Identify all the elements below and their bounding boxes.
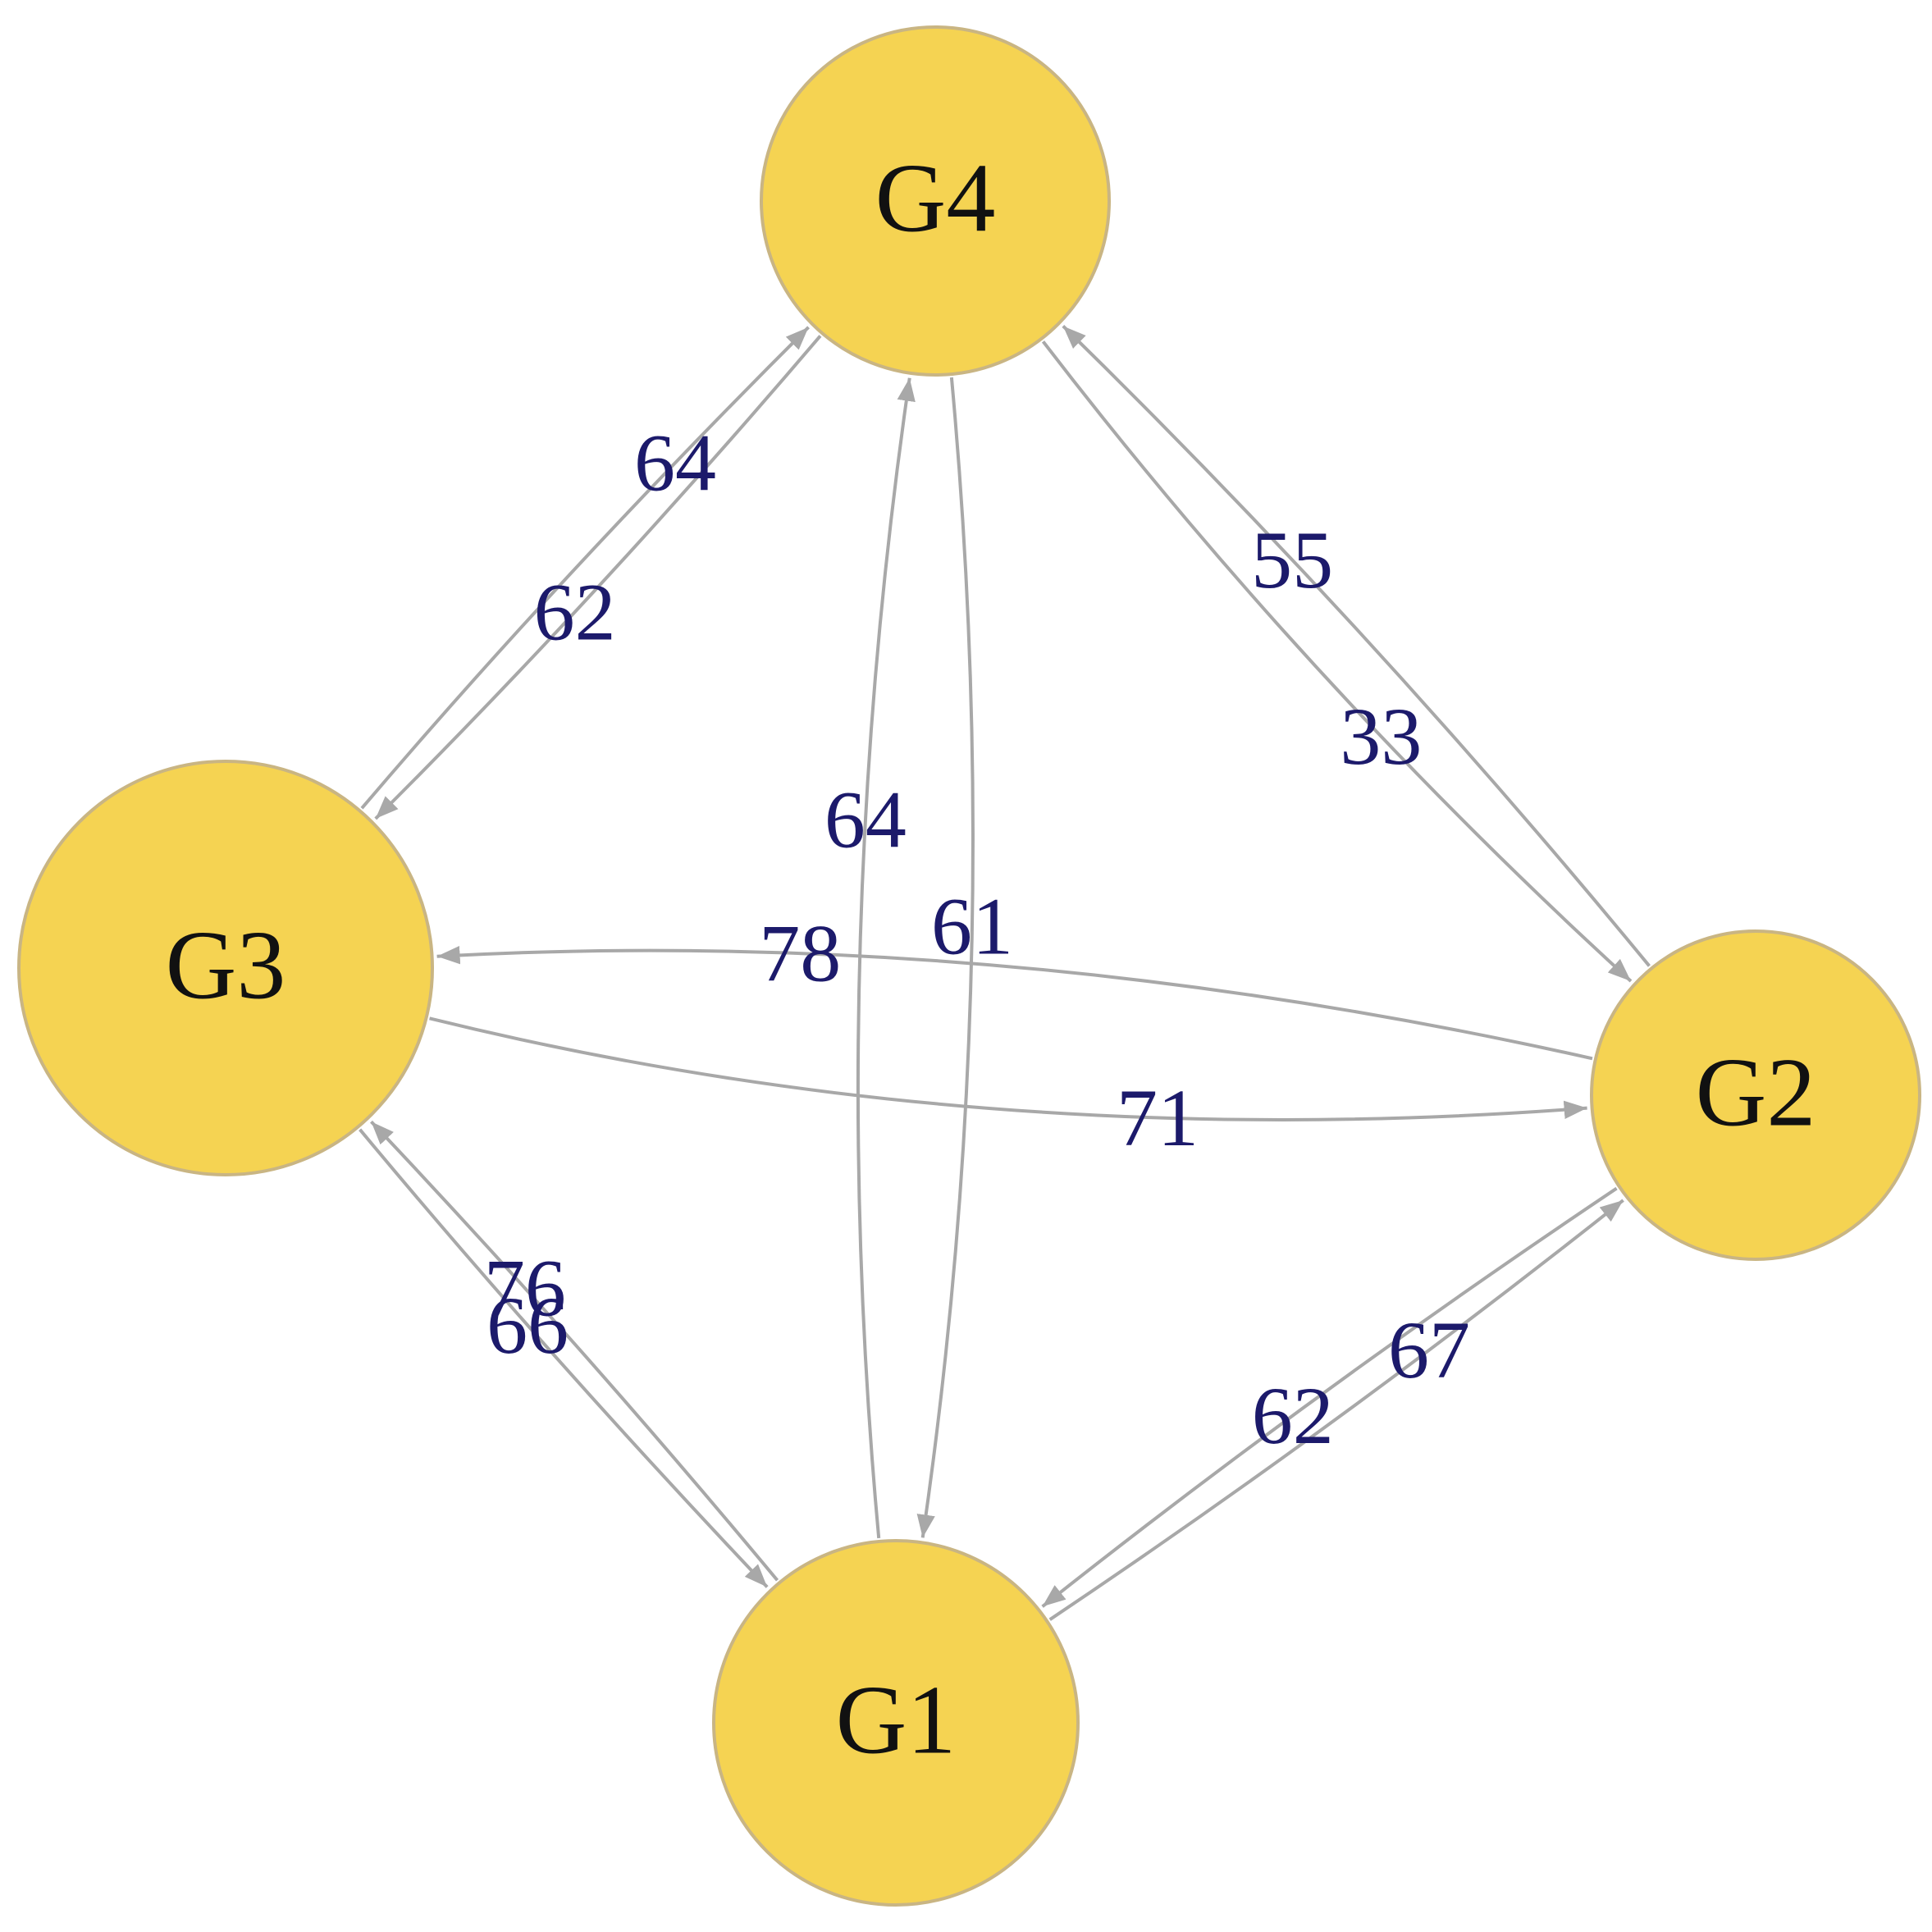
node-circle bbox=[712, 1539, 1080, 1907]
edge-g1-to-g2 bbox=[1048, 1199, 1624, 1621]
edge-g3-to-g4 bbox=[360, 326, 810, 810]
edge-g2-to-g1 bbox=[1041, 1186, 1618, 1608]
node-circle bbox=[760, 25, 1111, 377]
edge-weight-label: 64 bbox=[634, 418, 716, 509]
edge-g4-to-g1 bbox=[916, 377, 975, 1538]
edge-weight-label: 62 bbox=[534, 567, 616, 658]
edge-g3-to-g2 bbox=[429, 1016, 1587, 1121]
edge-weight-label: 64 bbox=[824, 774, 907, 865]
edge-weight-label: 67 bbox=[1388, 1304, 1470, 1395]
node-circle bbox=[17, 760, 434, 1176]
edge-g1-to-g3 bbox=[370, 1120, 779, 1582]
edge-g1-to-g4 bbox=[856, 377, 916, 1539]
node-g2: G2 bbox=[1590, 929, 1921, 1261]
edge-weight-label: 62 bbox=[1252, 1370, 1334, 1461]
node-label: G4 bbox=[875, 144, 996, 253]
node-g4: G4 bbox=[760, 25, 1111, 377]
edge-weight-label: 61 bbox=[931, 880, 1013, 971]
edge-weight-label: 76 bbox=[484, 1243, 566, 1334]
node-g3: G3 bbox=[17, 760, 434, 1176]
edge-g4-to-g3 bbox=[374, 335, 822, 820]
edge-g2-to-g3 bbox=[436, 946, 1593, 1061]
edge-g4-to-g2 bbox=[1041, 340, 1633, 983]
edge-g2-to-g4 bbox=[1062, 325, 1651, 967]
edge-g3-to-g1 bbox=[359, 1128, 769, 1588]
node-circle bbox=[1590, 929, 1921, 1261]
edges-layer bbox=[359, 325, 1651, 1621]
node-label: G1 bbox=[836, 1665, 957, 1774]
node-label: G2 bbox=[1696, 1038, 1816, 1147]
node-g1: G1 bbox=[712, 1539, 1080, 1907]
nodes-layer: G1 G2 G3 G4 bbox=[17, 25, 1921, 1907]
edge-weight-label: 33 bbox=[1340, 691, 1422, 782]
edge-weight-label: 71 bbox=[1117, 1072, 1199, 1163]
node-label: G3 bbox=[166, 911, 286, 1020]
edge-weight-label: 78 bbox=[759, 908, 841, 999]
edge-weight-label: 55 bbox=[1251, 514, 1333, 605]
edge-weight-label: 66 bbox=[486, 1280, 569, 1371]
